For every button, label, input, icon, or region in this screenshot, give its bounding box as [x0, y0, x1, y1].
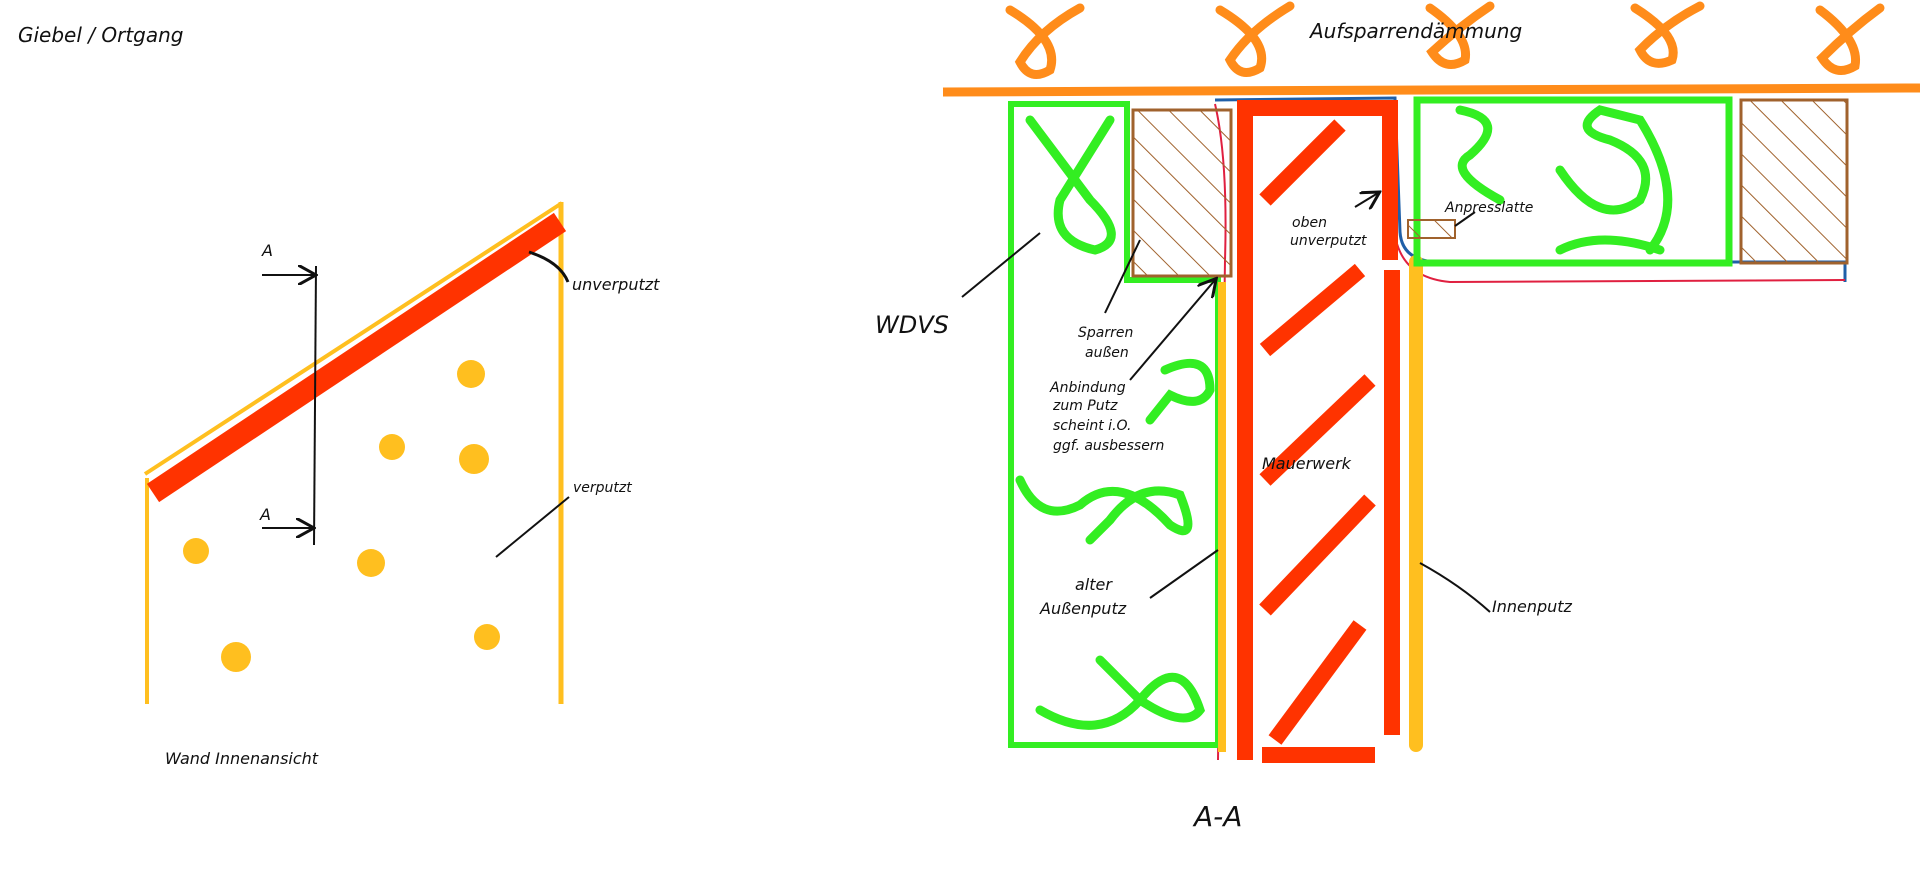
- leader-plastered: [495, 496, 570, 558]
- label-masonry: Mauerwerk: [1262, 454, 1352, 473]
- plaster-dots: [183, 360, 500, 672]
- pressure-batten: [1407, 219, 1456, 239]
- label-top-unplastered-line2: unverputzt: [1290, 233, 1367, 249]
- roof-insulation-line: [942, 83, 1920, 97]
- section-line: [313, 265, 317, 546]
- label-old-plaster-line2: Außenputz: [1039, 599, 1127, 618]
- leader-connection: [1129, 280, 1215, 381]
- roof-insulation-box: [1413, 96, 1733, 267]
- label-plastered: verputzt: [573, 480, 632, 496]
- wall-interior-view: A A unverputzt verputzt Wand Innenansich…: [143, 201, 660, 768]
- section-mark-bottom: A: [259, 505, 271, 524]
- label-unplastered: unverputzt: [572, 275, 660, 294]
- plaster-dot: [457, 360, 485, 388]
- label-roof-insulation: Aufsparrendämmung: [1308, 19, 1522, 43]
- leader-old-plaster: [1149, 549, 1219, 599]
- masonry: [1237, 100, 1400, 763]
- plaster-dot: [474, 624, 500, 650]
- label-top-unplastered-line1: oben: [1292, 215, 1327, 231]
- leader-interior-plaster: [1419, 562, 1491, 613]
- wdvs-loops: [1015, 115, 1215, 730]
- unplastered-band: [146, 212, 567, 503]
- page-title: Giebel / Ortgang: [18, 23, 184, 47]
- section-mark-top: A: [261, 241, 273, 260]
- plaster-dot: [183, 538, 209, 564]
- plaster-dot: [221, 642, 251, 672]
- label-pressure-batten: Anpresslatte: [1444, 200, 1533, 216]
- gable-edge-plaster: [143, 201, 564, 476]
- leader-rafter: [1104, 239, 1141, 314]
- connection-note-line4: ggf. ausbessern: [1053, 438, 1164, 454]
- label-rafter-line1: Sparren: [1078, 325, 1133, 341]
- section-a-a: Aufsparrendämmung: [875, 1, 1920, 833]
- section-caption: A-A: [1192, 800, 1242, 833]
- label-rafter-line2: außen: [1085, 345, 1129, 361]
- leader-pressure-batten: [1454, 211, 1476, 227]
- roof-insulation-loops: [1005, 1, 1885, 79]
- label-wdvs: WDVS: [875, 311, 949, 339]
- view-caption: Wand Innenansicht: [165, 749, 319, 768]
- plaster-dot: [379, 434, 405, 460]
- leader-wdvs: [961, 232, 1041, 298]
- plaster-dot: [357, 549, 385, 577]
- label-old-plaster-line1: alter: [1075, 575, 1113, 594]
- leader-unplastered: [528, 250, 570, 283]
- connection-note-line2: zum Putz: [1052, 398, 1118, 414]
- connection-note-line1: Anbindung: [1049, 380, 1126, 396]
- rafter-left: [1131, 108, 1233, 278]
- label-interior-plaster: Innenputz: [1492, 597, 1573, 616]
- roof-insulation-box-loops: [1455, 105, 1673, 255]
- leader-top-unplastered: [1354, 193, 1378, 207]
- plaster-dot: [459, 444, 489, 474]
- rafter-right: [1739, 98, 1849, 265]
- connection-note-line3: scheint i.O.: [1053, 418, 1131, 434]
